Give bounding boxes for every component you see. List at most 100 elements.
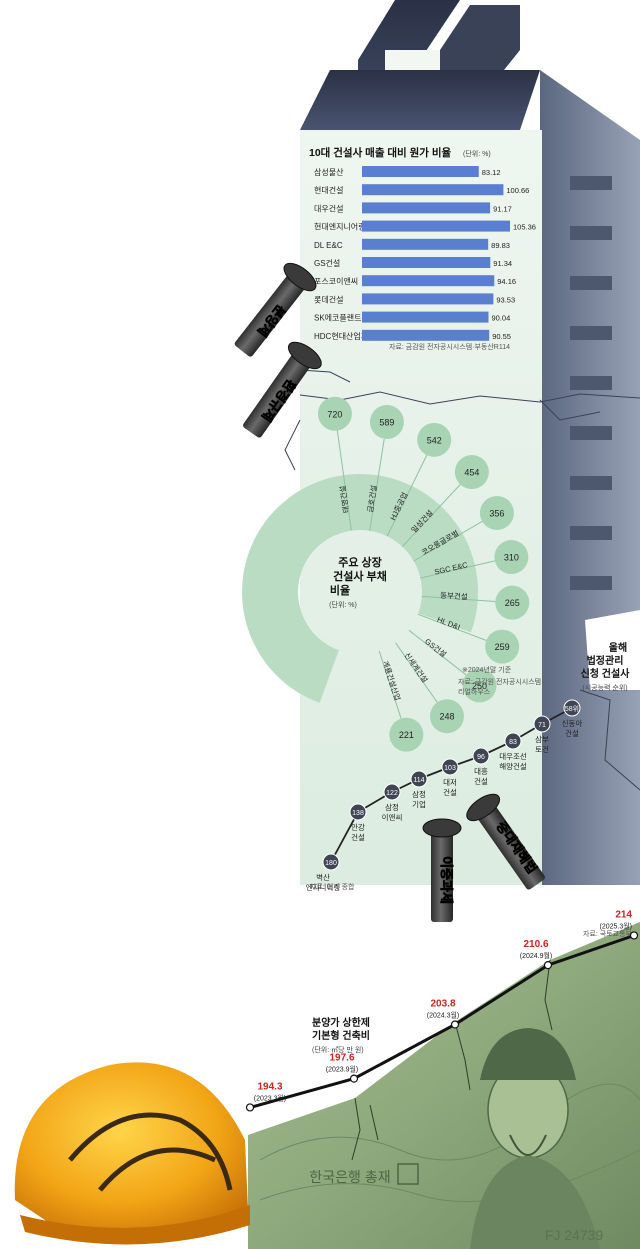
cost-point (629, 931, 639, 940)
construction-cost-panel: 분양가 상한제 기본형 건축비 (단위: ㎡당 만 원) 자료: 국토교통부 1… (245, 909, 639, 1112)
rank-unit: (시공능력 순위) (582, 684, 627, 692)
nail-head (283, 262, 317, 292)
portrait-robe (470, 1155, 600, 1249)
rank-title-line: 신청 건설사 (581, 667, 631, 680)
rank-category-label: 대저 (443, 778, 457, 787)
debt-spoke (369, 438, 385, 531)
bar-value-label: 91.34 (493, 259, 512, 268)
debt-spoke (421, 595, 496, 602)
building-window (570, 576, 612, 590)
building-window (570, 426, 612, 440)
debt-spoke (408, 629, 467, 676)
bar-category-label: 현대건설 (314, 185, 343, 195)
rank-category-label: 대흥 (474, 766, 488, 776)
building-window (570, 326, 612, 340)
rank-title-line: 법정관리 (587, 654, 624, 667)
debt-value-circle (494, 540, 529, 575)
cost-date-label: (2023.9월) (326, 1065, 359, 1074)
debt-spoke (395, 642, 438, 703)
bar-value-label: 94.16 (497, 277, 516, 286)
debt-value-label: 542 (427, 435, 442, 445)
debt-spoke (401, 484, 461, 547)
bar-panel-unit: (단위: %) (463, 149, 491, 158)
rank-value-label: 96 (477, 754, 485, 761)
cost-point (543, 961, 553, 970)
bar-category-label: SK에코플랜트 (314, 313, 361, 323)
nail-head (287, 341, 322, 370)
rank-category-label: 엔지니어링 (306, 882, 341, 892)
rank-value-label: 114 (413, 777, 424, 784)
bar-panel-source: 자료: 금감원 전자공시시스템·부동산R114 (389, 342, 510, 351)
debt-title-line: 건설사 부채 (333, 569, 387, 583)
debt-value-label: 310 (504, 553, 519, 563)
nail-label: 이중과세 (439, 856, 454, 904)
rank-point (472, 747, 490, 765)
bar-value-label: 93.53 (496, 295, 515, 304)
nail-head (466, 793, 501, 822)
nail-shaft (431, 832, 453, 922)
debt-spoke (386, 454, 428, 537)
rank-category-label: 신동아 (562, 718, 583, 728)
rank-chart: 180벽산엔지니어링138안강건설122삼정이앤씨114삼정기업103대저건설9… (306, 699, 583, 892)
cost-value-label: 194.3 (257, 1081, 282, 1092)
nail-shaft (243, 353, 311, 438)
rank-category-label: 건설 (443, 787, 457, 797)
rank-category-label: 건설 (474, 776, 488, 786)
debt-spoke (378, 650, 402, 719)
rank-point (349, 803, 367, 821)
bar-mark (362, 184, 504, 196)
debt-value-circle (429, 699, 464, 734)
rank-point (322, 853, 340, 871)
bar-mark (362, 238, 489, 250)
bar-value-label: 89.83 (491, 241, 510, 250)
building-window (570, 476, 612, 490)
bar-value-label: 90.04 (491, 314, 510, 323)
cost-value-label: 197.6 (329, 1053, 354, 1064)
rank-point (410, 770, 428, 788)
rank-point (533, 715, 551, 733)
hard-hat-shell (14, 1062, 249, 1233)
debt-value-circle (479, 495, 514, 530)
crack-line (579, 689, 640, 791)
bar-category-label: 삼성물산 (314, 167, 344, 177)
debt-panel-title: 주요 상장 건설사 부채 비율 (단위: %) (329, 555, 387, 609)
debt-value-label: 356 (489, 508, 504, 518)
debt-title-line: 주요 상장 (338, 555, 382, 569)
debt-value-circle (485, 629, 520, 664)
debt-value-circle (417, 422, 452, 457)
banknote-serial: FJ 24739 (545, 1227, 604, 1243)
debt-source-line: 자료: 금감원 전자공시시스템· (458, 677, 543, 686)
cost-point (349, 1074, 359, 1083)
debt-spoke (420, 560, 495, 579)
bar-value-label: 91.17 (493, 204, 512, 213)
debt-spoke (336, 430, 352, 531)
rank-value-label: 83 (509, 739, 517, 746)
cost-date-label: (2024.9월) (520, 951, 553, 960)
debt-title-line: 비율 (330, 583, 350, 597)
banknote-illustration: 한국은행 총재 FJ 24739 (248, 922, 640, 1249)
debt-value-label: 221 (399, 730, 414, 740)
nail-shaft (477, 805, 545, 890)
bar-mark (362, 202, 491, 214)
banknote-bank-text: 한국은행 총재 (309, 1169, 390, 1185)
debt-note: ※2024년말 기준 (462, 665, 512, 674)
bar-value-label: 100.66 (506, 186, 529, 195)
rank-source: 자료: 업계 종합 (310, 882, 355, 891)
rank-category-label: 삼부 (535, 734, 549, 744)
nail-head (422, 818, 462, 838)
cost-date-label: (2025.3월) (599, 921, 632, 930)
bar-category-label: 현대엔지니어링 (314, 222, 366, 232)
bar-value-label: 83.12 (482, 168, 501, 177)
bar-mark (362, 257, 491, 268)
side-cutout (585, 610, 640, 690)
rank-value-label: 58위 (565, 705, 579, 713)
rank-category-label: 삼정 (385, 802, 399, 812)
rank-category-label: 삼정 (412, 789, 426, 799)
rank-category-label: 건설 (565, 728, 579, 738)
cost-chart: 194.3(2023.3월)197.6(2023.9월)203.8(2024.3… (245, 909, 639, 1112)
rank-category-label: 토건 (535, 744, 549, 754)
crack-line (299, 391, 640, 405)
